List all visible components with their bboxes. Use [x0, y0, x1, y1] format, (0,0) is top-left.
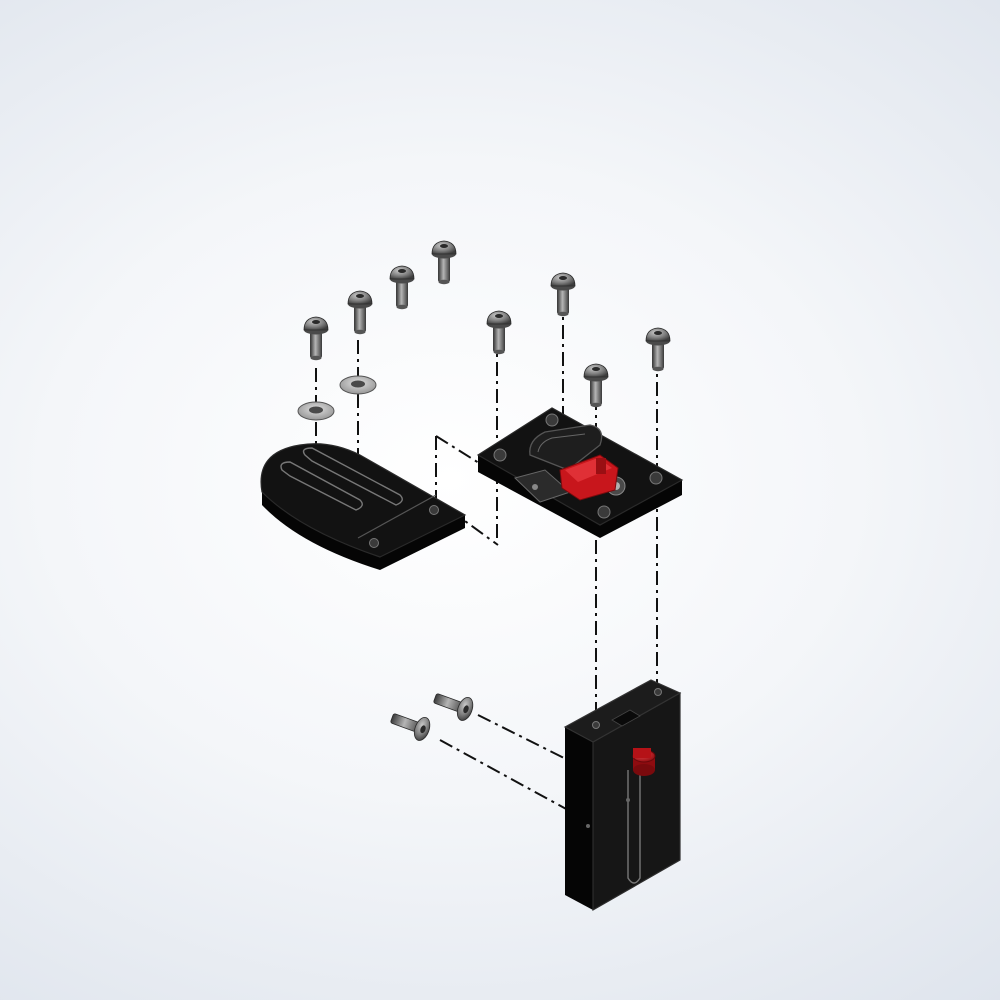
mounting-hole	[654, 688, 662, 696]
screw	[389, 265, 415, 310]
axis-line	[477, 714, 569, 761]
mounting-hole	[369, 538, 379, 548]
axis-line	[439, 739, 569, 811]
screw	[583, 363, 609, 408]
red-locking-knob	[632, 748, 656, 776]
mounting-plate	[260, 443, 467, 570]
screw	[303, 316, 329, 361]
washer	[339, 375, 377, 395]
mounting-hole	[597, 505, 611, 519]
screw	[431, 240, 457, 285]
screw	[550, 272, 576, 317]
assembly-axis-lines	[315, 298, 658, 811]
side-screw	[430, 686, 477, 724]
side-screw	[387, 706, 434, 744]
screw	[645, 327, 671, 372]
vertical-slider-block	[563, 679, 682, 912]
mounting-hole	[545, 413, 559, 427]
washer	[297, 401, 335, 421]
mounting-hole	[493, 448, 507, 462]
mounting-hole	[592, 721, 600, 729]
mounting-hole	[429, 505, 439, 515]
screw	[347, 290, 373, 335]
red-release-lever	[559, 454, 619, 501]
screw	[486, 310, 512, 355]
mounting-hole	[649, 471, 663, 485]
